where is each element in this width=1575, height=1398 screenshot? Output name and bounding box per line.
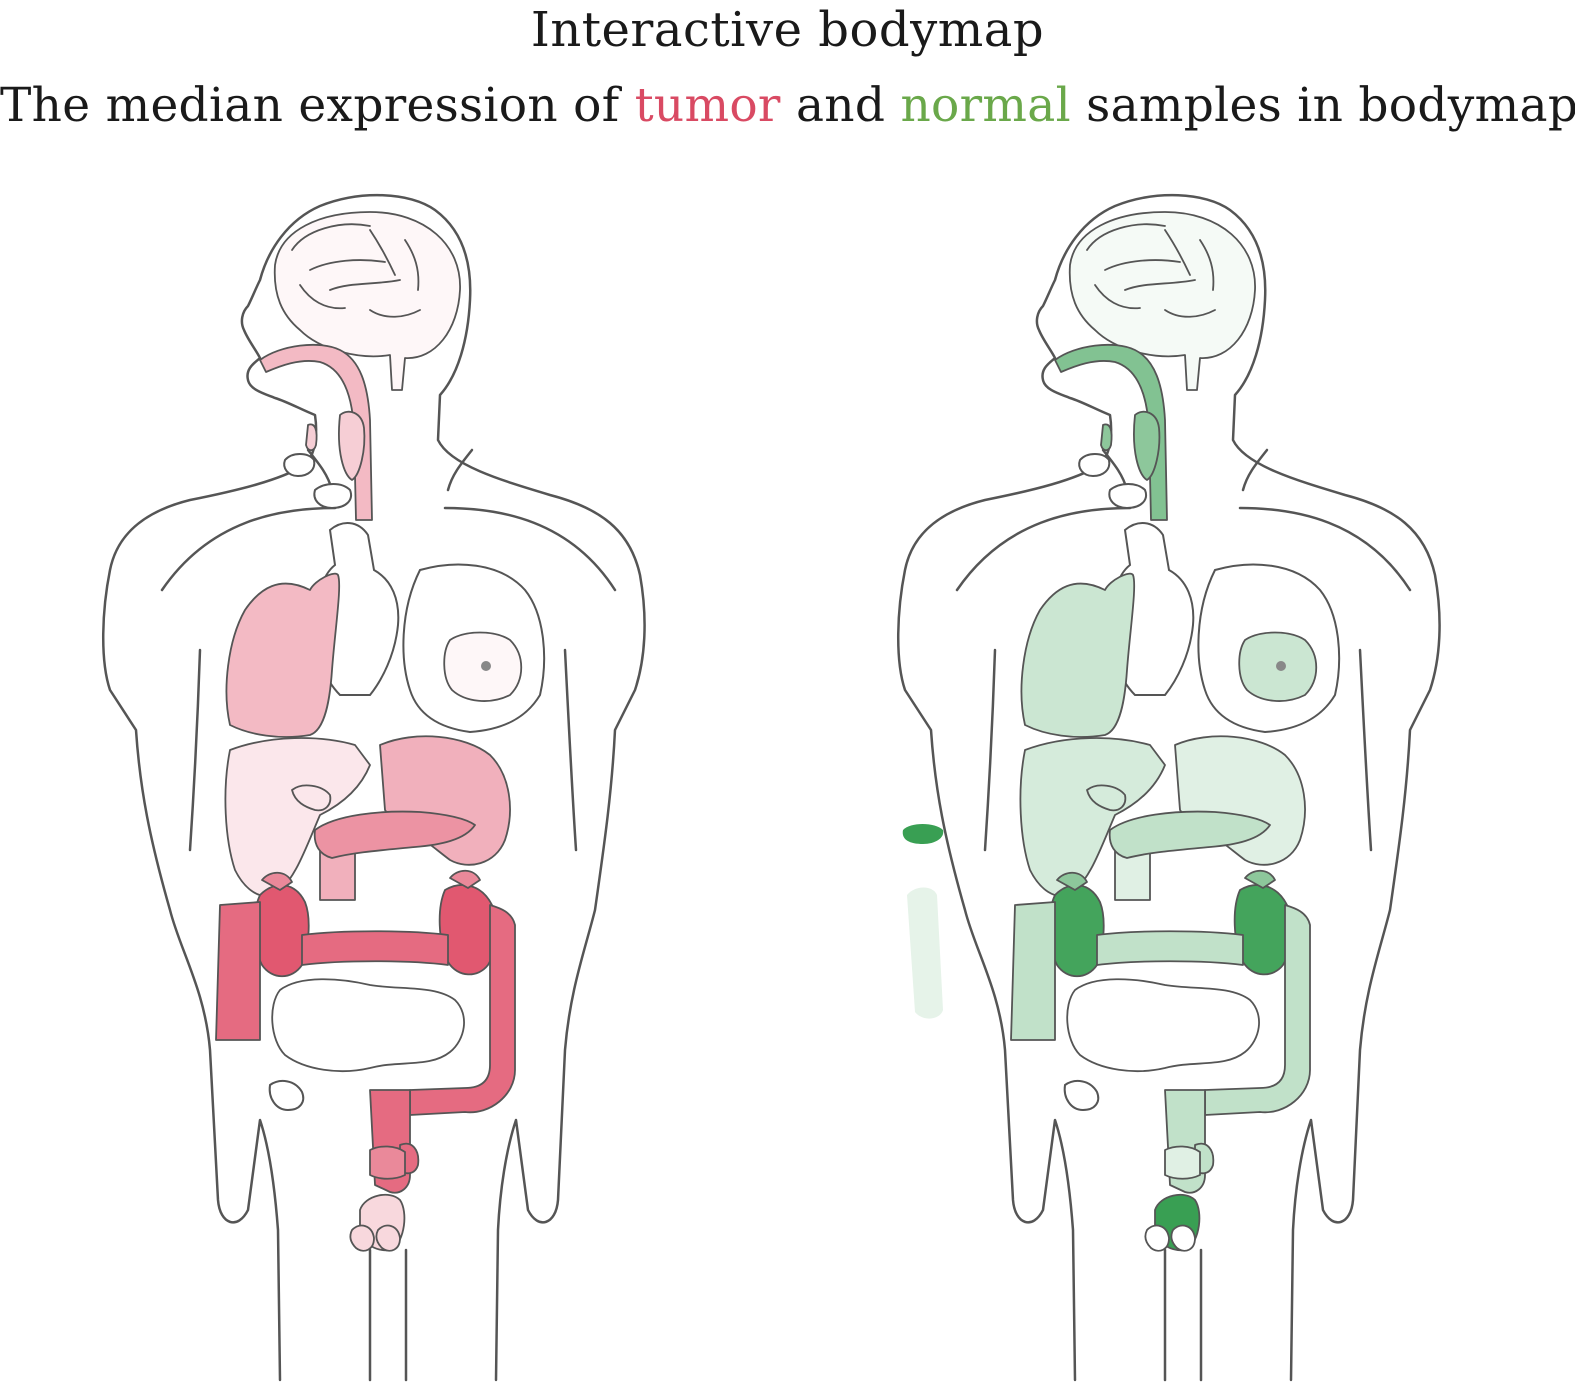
normal-body-outline-5 <box>955 506 1132 592</box>
tumor-organ-bladder-0 <box>369 1145 406 1180</box>
tumor-bodymap <box>70 190 710 1390</box>
normal-brain-fold-2 <box>1124 279 1196 291</box>
tumor-body-outline-6 <box>443 506 617 592</box>
normal-nipple-dot <box>1276 661 1286 671</box>
normal-structure-2 <box>1108 483 1147 510</box>
normal-brain-fold-1 <box>1104 259 1181 271</box>
normal-body-outline-0 <box>897 193 1441 1382</box>
subtitle-tumor-word: tumor <box>634 78 781 133</box>
tumor-brain-fold-1 <box>309 259 386 271</box>
tumor-organ-arm-upper-0 <box>107 824 149 844</box>
tumor-organ-colon-1 <box>301 930 449 966</box>
tumor-nipple-dot <box>481 661 491 671</box>
tumor-brain-fold-2 <box>329 279 401 291</box>
tumor-bodymap-svg <box>102 193 646 1382</box>
tumor-structure-3 <box>283 453 316 478</box>
normal-organ-adrenal-0 <box>1056 871 1088 891</box>
normal-brain-fold-3 <box>1164 229 1191 276</box>
tumor-body-outline-8 <box>446 448 474 492</box>
normal-organ-arm-upper-0 <box>902 824 944 844</box>
normal-brain-fold-0 <box>1086 223 1166 251</box>
subtitle-suffix: samples in bodymap <box>1070 78 1575 133</box>
tumor-structure-2 <box>313 483 352 510</box>
page-subtitle: The median expression of tumor and norma… <box>0 78 1575 134</box>
tumor-body-outline-5 <box>160 506 337 592</box>
tumor-organ-thyroid-1 <box>305 423 318 452</box>
normal-organ-thyroid-0 <box>1133 410 1161 481</box>
tumor-organ-colon-2 <box>409 904 516 1116</box>
normal-brain-fold-5 <box>1094 284 1141 310</box>
normal-organ-arm-lower-0 <box>907 887 943 1019</box>
tumor-organ-lung-0 <box>225 572 341 738</box>
normal-organ-lung-0 <box>1020 572 1136 738</box>
tumor-brain-fold-5 <box>299 284 346 310</box>
tumor-body-outline-0 <box>102 193 646 1382</box>
tumor-organ-gallbladder-0 <box>291 784 332 812</box>
tumor-body-outline-4 <box>563 648 578 852</box>
normal-organ-testis-0 <box>1144 1224 1170 1252</box>
normal-structure-3 <box>1078 453 1111 478</box>
normal-organ-colon-1 <box>1096 930 1244 966</box>
normal-structure-4 <box>1063 1079 1100 1112</box>
tumor-organ-liver-0 <box>224 737 371 898</box>
normal-body-outline-8 <box>1241 448 1269 492</box>
tumor-body-outline-3 <box>188 648 202 852</box>
tumor-organ-pancreas-0 <box>313 810 476 859</box>
normal-organ-bladder-0 <box>1164 1145 1201 1180</box>
normal-organ-gallbladder-0 <box>1086 784 1127 812</box>
normal-body-outline-3 <box>983 648 997 852</box>
normal-bodymap-svg <box>897 193 1441 1382</box>
tumor-organ-kidney-0 <box>253 884 310 978</box>
normal-organ-pancreas-0 <box>1108 810 1271 859</box>
normal-body-outline-4 <box>1358 648 1373 852</box>
page-title: Interactive bodymap <box>530 2 1045 58</box>
normal-brain-fold-6 <box>1164 309 1216 318</box>
tumor-brain-fold-0 <box>291 223 371 251</box>
normal-organ-adrenal-1 <box>1244 869 1276 889</box>
tumor-organ-adrenal-0 <box>261 871 293 891</box>
normal-organ-small-intestine-0 <box>1066 978 1260 1073</box>
tumor-organ-thyroid-0 <box>338 410 366 481</box>
normal-organ-colon-2 <box>1204 904 1311 1116</box>
normal-organ-liver-0 <box>1019 737 1166 898</box>
tumor-organ-adrenal-1 <box>449 869 481 889</box>
normal-body-outline-6 <box>1238 506 1412 592</box>
tumor-organ-small-intestine-0 <box>271 978 465 1073</box>
normal-bodymap <box>865 190 1505 1390</box>
subtitle-prefix: The median expression of <box>0 78 635 133</box>
tumor-brain-fold-3 <box>369 229 396 276</box>
tumor-organ-arm-lower-0 <box>112 887 148 1019</box>
tumor-organ-esophagus-0 <box>259 343 373 521</box>
normal-brain-fold-4 <box>1199 239 1215 291</box>
normal-organ-colon-0 <box>1010 901 1056 1041</box>
subtitle-middle: and <box>780 78 901 133</box>
normal-organ-testis-1 <box>1170 1224 1196 1252</box>
tumor-organ-testis-0 <box>349 1224 375 1252</box>
tumor-brain-fold-4 <box>404 239 420 291</box>
tumor-organ-testis-1 <box>375 1224 401 1252</box>
tumor-brain-fold-6 <box>369 309 421 318</box>
tumor-organ-colon-0 <box>215 901 261 1041</box>
normal-organ-kidney-0 <box>1048 884 1105 978</box>
tumor-structure-4 <box>268 1079 305 1112</box>
normal-organ-esophagus-0 <box>1054 343 1168 521</box>
normal-organ-thyroid-1 <box>1100 423 1113 452</box>
subtitle-normal-word: normal <box>900 78 1071 133</box>
